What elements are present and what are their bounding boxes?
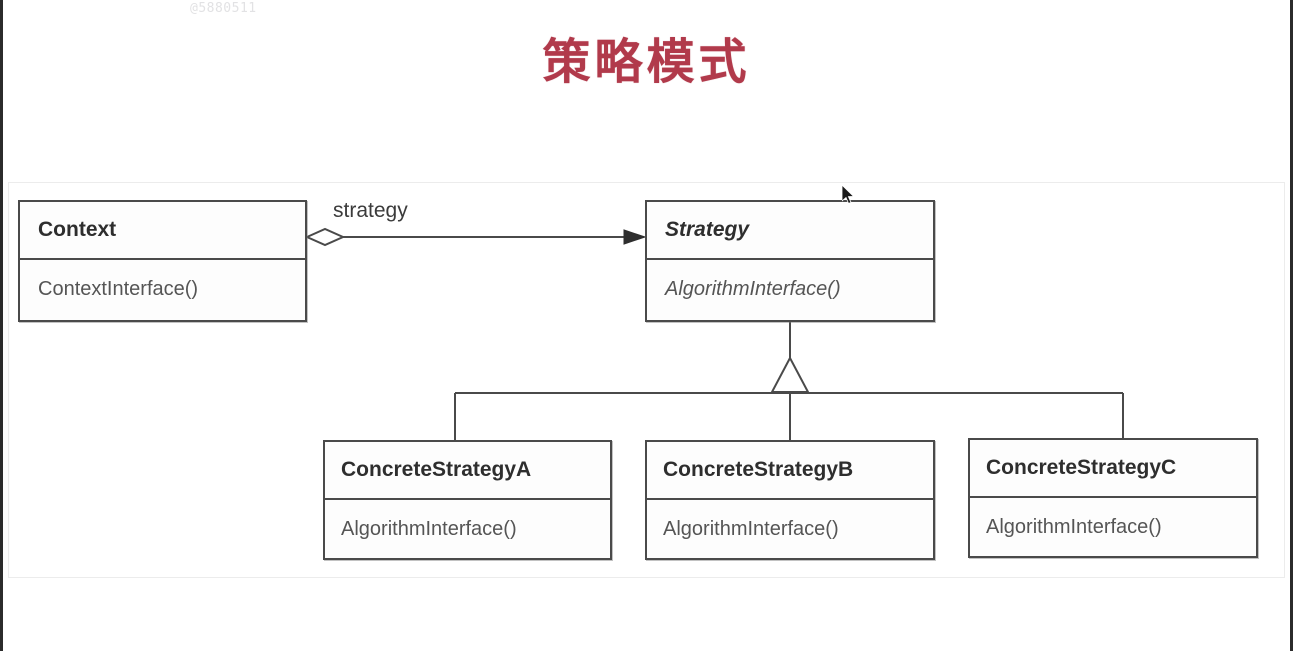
class-operation: AlgorithmInterface() [986, 515, 1162, 538]
uml-class-concrete-strategy-c[interactable]: ConcreteStrategyC AlgorithmInterface() [968, 438, 1258, 558]
class-operation: AlgorithmInterface() [665, 277, 841, 300]
class-operation: AlgorithmInterface() [663, 517, 839, 540]
class-name: ConcreteStrategyB [647, 442, 933, 500]
class-name: Strategy [647, 202, 933, 260]
uml-class-concrete-strategy-b[interactable]: ConcreteStrategyB AlgorithmInterface() [645, 440, 935, 560]
page-title: 策略模式 [542, 34, 751, 90]
class-operation: ContextInterface() [38, 277, 199, 300]
frame-rail-right [1290, 0, 1293, 651]
class-name: Context [20, 202, 305, 260]
uml-class-context[interactable]: Context ContextInterface() [18, 200, 307, 322]
frame-rail-left [0, 0, 3, 651]
uml-class-concrete-strategy-a[interactable]: ConcreteStrategyA AlgorithmInterface() [323, 440, 612, 560]
class-operation: AlgorithmInterface() [341, 517, 517, 540]
association-role-label: strategy [333, 199, 408, 222]
class-name: ConcreteStrategyA [325, 442, 610, 500]
uml-class-strategy[interactable]: Strategy AlgorithmInterface() [645, 200, 935, 322]
class-name: ConcreteStrategyC [970, 440, 1256, 498]
watermark: @5880511 [190, 1, 257, 16]
